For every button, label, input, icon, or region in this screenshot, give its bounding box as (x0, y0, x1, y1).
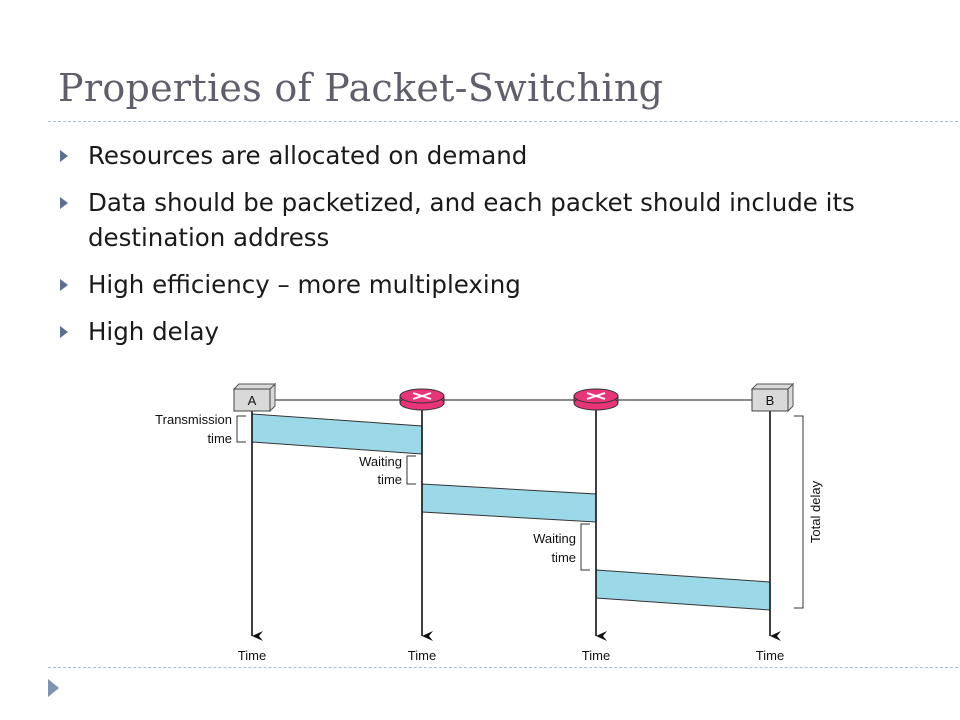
node-b-label: B (766, 393, 775, 408)
transmission-time-label-line2: time (207, 431, 232, 446)
packet-band-2 (421, 483, 597, 523)
node-a-label: A (248, 393, 257, 408)
bullet-item: High efficiency – more multiplexing (60, 267, 920, 302)
bullet-text: Data should be packetized, and each pack… (88, 188, 855, 252)
footer-divider (48, 667, 960, 668)
router-icon (399, 388, 445, 411)
slide-nav-arrow-icon (48, 679, 59, 697)
title-divider (48, 121, 960, 122)
bullet-item: High delay (60, 314, 920, 349)
total-delay-label: Total delay (808, 480, 823, 543)
bullet-list: Resources are allocated on demand Data s… (60, 138, 920, 361)
waiting-time-bracket-2 (580, 523, 590, 571)
waiting-time-bracket-1 (406, 455, 416, 485)
bullet-arrow-icon (60, 150, 68, 162)
time-label-router-1: Time (408, 648, 436, 663)
time-label-b: Time (756, 648, 784, 663)
slide-title: Properties of Packet-Switching (58, 66, 664, 110)
waiting-time-2-label-line1: Waiting (533, 531, 576, 546)
bullet-arrow-icon (60, 279, 68, 291)
waiting-time-1-label-line2: time (377, 472, 402, 487)
bullet-text: High delay (88, 317, 220, 346)
waiting-time-2-label-line2: time (551, 550, 576, 565)
bullet-arrow-icon (60, 197, 68, 209)
bullet-arrow-icon (60, 326, 68, 338)
total-delay-bracket (794, 415, 804, 609)
bullet-text: Resources are allocated on demand (88, 141, 528, 170)
router-icon (573, 388, 619, 411)
bullet-text: High efficiency – more multiplexing (88, 270, 521, 299)
bullet-item: Resources are allocated on demand (60, 138, 920, 173)
waiting-time-1-label-line1: Waiting (359, 454, 402, 469)
transmission-time-bracket (236, 415, 246, 443)
bullet-item: Data should be packetized, and each pack… (60, 185, 920, 255)
time-label-a: Time (238, 648, 266, 663)
packet-band-1 (251, 413, 423, 455)
node-b-icon (750, 382, 795, 413)
transmission-time-label-line1: Transmission (155, 412, 232, 427)
packet-band-3 (595, 569, 771, 611)
time-label-router-2: Time (582, 648, 610, 663)
node-a-icon (232, 382, 277, 413)
